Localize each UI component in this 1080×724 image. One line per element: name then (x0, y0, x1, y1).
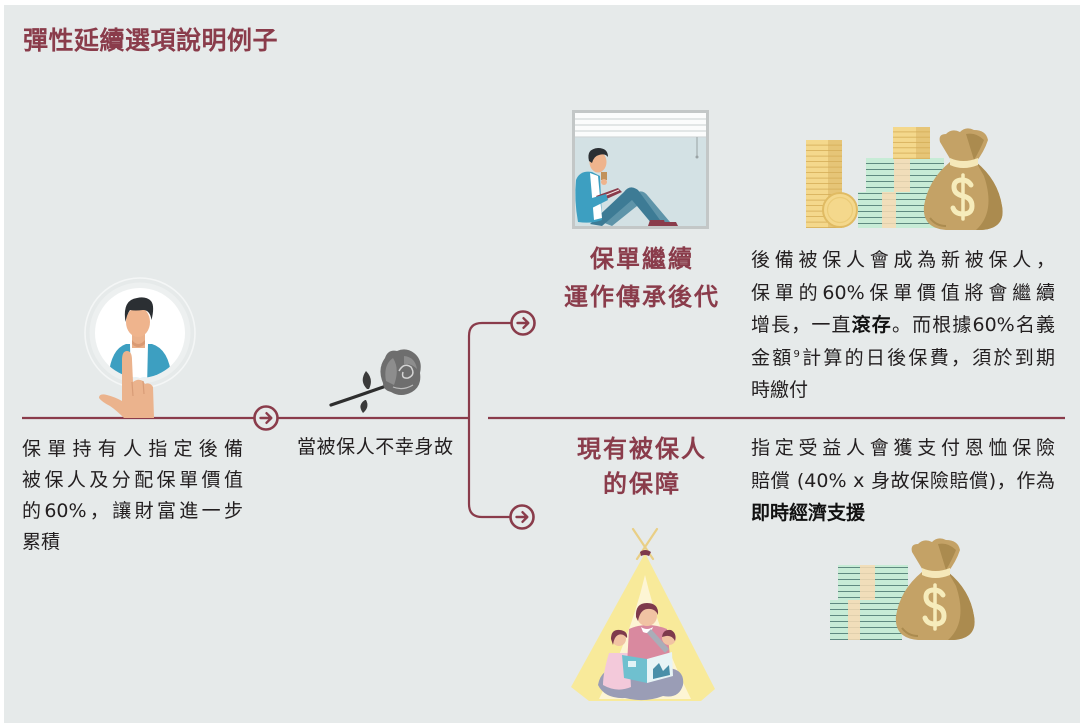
page-title: 彈性延續選項說明例子 (23, 26, 279, 55)
description-line: 被保人及分配保單價值 (22, 469, 243, 491)
arrow-circle-right-icon (510, 310, 536, 336)
event-label: 當被保人不幸身故 (297, 436, 453, 458)
description-line: 後備被保人會成為新被保人， (751, 244, 1055, 277)
text-segment: 賠償 (40% x 身故保險賠償)，作為 (751, 469, 1055, 492)
man-reading-by-window-icon (572, 110, 709, 229)
text-segment: 保單的60%保單價值將會繼續 (751, 281, 1055, 304)
rose-icon (329, 349, 421, 413)
description-line: 累積 (22, 531, 61, 553)
arrow-circle-right-icon (253, 405, 279, 431)
policyholder-description: 保單持有人指定後備 被保人及分配保單價值 的60%，讓財富進一步 累積 (22, 434, 243, 558)
branch-1-description: 後備被保人會成為新被保人， 保單的60%保單價值將會繼續 增長，一直滾存。而根據… (751, 244, 1055, 407)
description-line: 保單持有人指定後備 (22, 438, 243, 460)
arrow-circle-right-icon (509, 504, 535, 530)
text-segment: 增長，一直 (751, 314, 852, 336)
money-bag-shape (923, 128, 1003, 230)
text-segment: 。而根據60%名義 (891, 314, 1055, 336)
description-line: 賠償 (40% x 身故保險賠償)，作為 (751, 465, 1055, 498)
description-line: 時繳付 (751, 374, 1055, 407)
heading-line: 保單繼續 (590, 245, 694, 273)
coins-cash-money-bag-icon (806, 127, 1003, 230)
event-label-text: 當被保人不幸身故 (297, 436, 453, 458)
cash-money-bag-icon (830, 538, 975, 640)
branch-2-heading: 現有被保人 的保障 (540, 432, 742, 502)
description-line: 增長，一直滾存。而根據60%名義 (751, 309, 1055, 342)
family-reading-in-tent-icon (571, 527, 715, 701)
emphasis-text: 滾存 (851, 314, 892, 336)
text-segment: 金額 (751, 346, 794, 369)
heading-line: 的保障 (603, 470, 681, 498)
description-line: 的60%，讓財富進一步 (22, 500, 243, 522)
footnote-marker: 9 (793, 348, 800, 360)
branch-1-heading: 保單繼續 運作傳承後代 (540, 240, 742, 316)
text-segment: 時繳付 (751, 379, 809, 401)
branch-2-description: 指定受益人會獲支付恩恤保險 賠償 (40% x 身故保險賠償)，作為 即時經濟支… (751, 432, 1055, 530)
emphasis-text: 即時經濟支援 (751, 502, 866, 524)
heading-line: 運作傳承後代 (564, 283, 720, 311)
person-pointing-icon (84, 277, 196, 418)
text-segment: 指定受益人會獲支付恩恤保險 (751, 437, 1055, 459)
text-segment: 計算的日後保費，須於到期 (799, 346, 1055, 369)
description-line: 指定受益人會獲支付恩恤保險 (751, 432, 1055, 465)
text-segment: 後備被保人會成為新被保人， (751, 249, 1055, 271)
description-line: 金額9計算的日後保費，須於到期 (751, 342, 1055, 375)
description-line: 保單的60%保單價值將會繼續 (751, 277, 1055, 310)
description-line: 即時經濟支援 (751, 497, 1055, 530)
heading-line: 現有被保人 (577, 435, 707, 463)
